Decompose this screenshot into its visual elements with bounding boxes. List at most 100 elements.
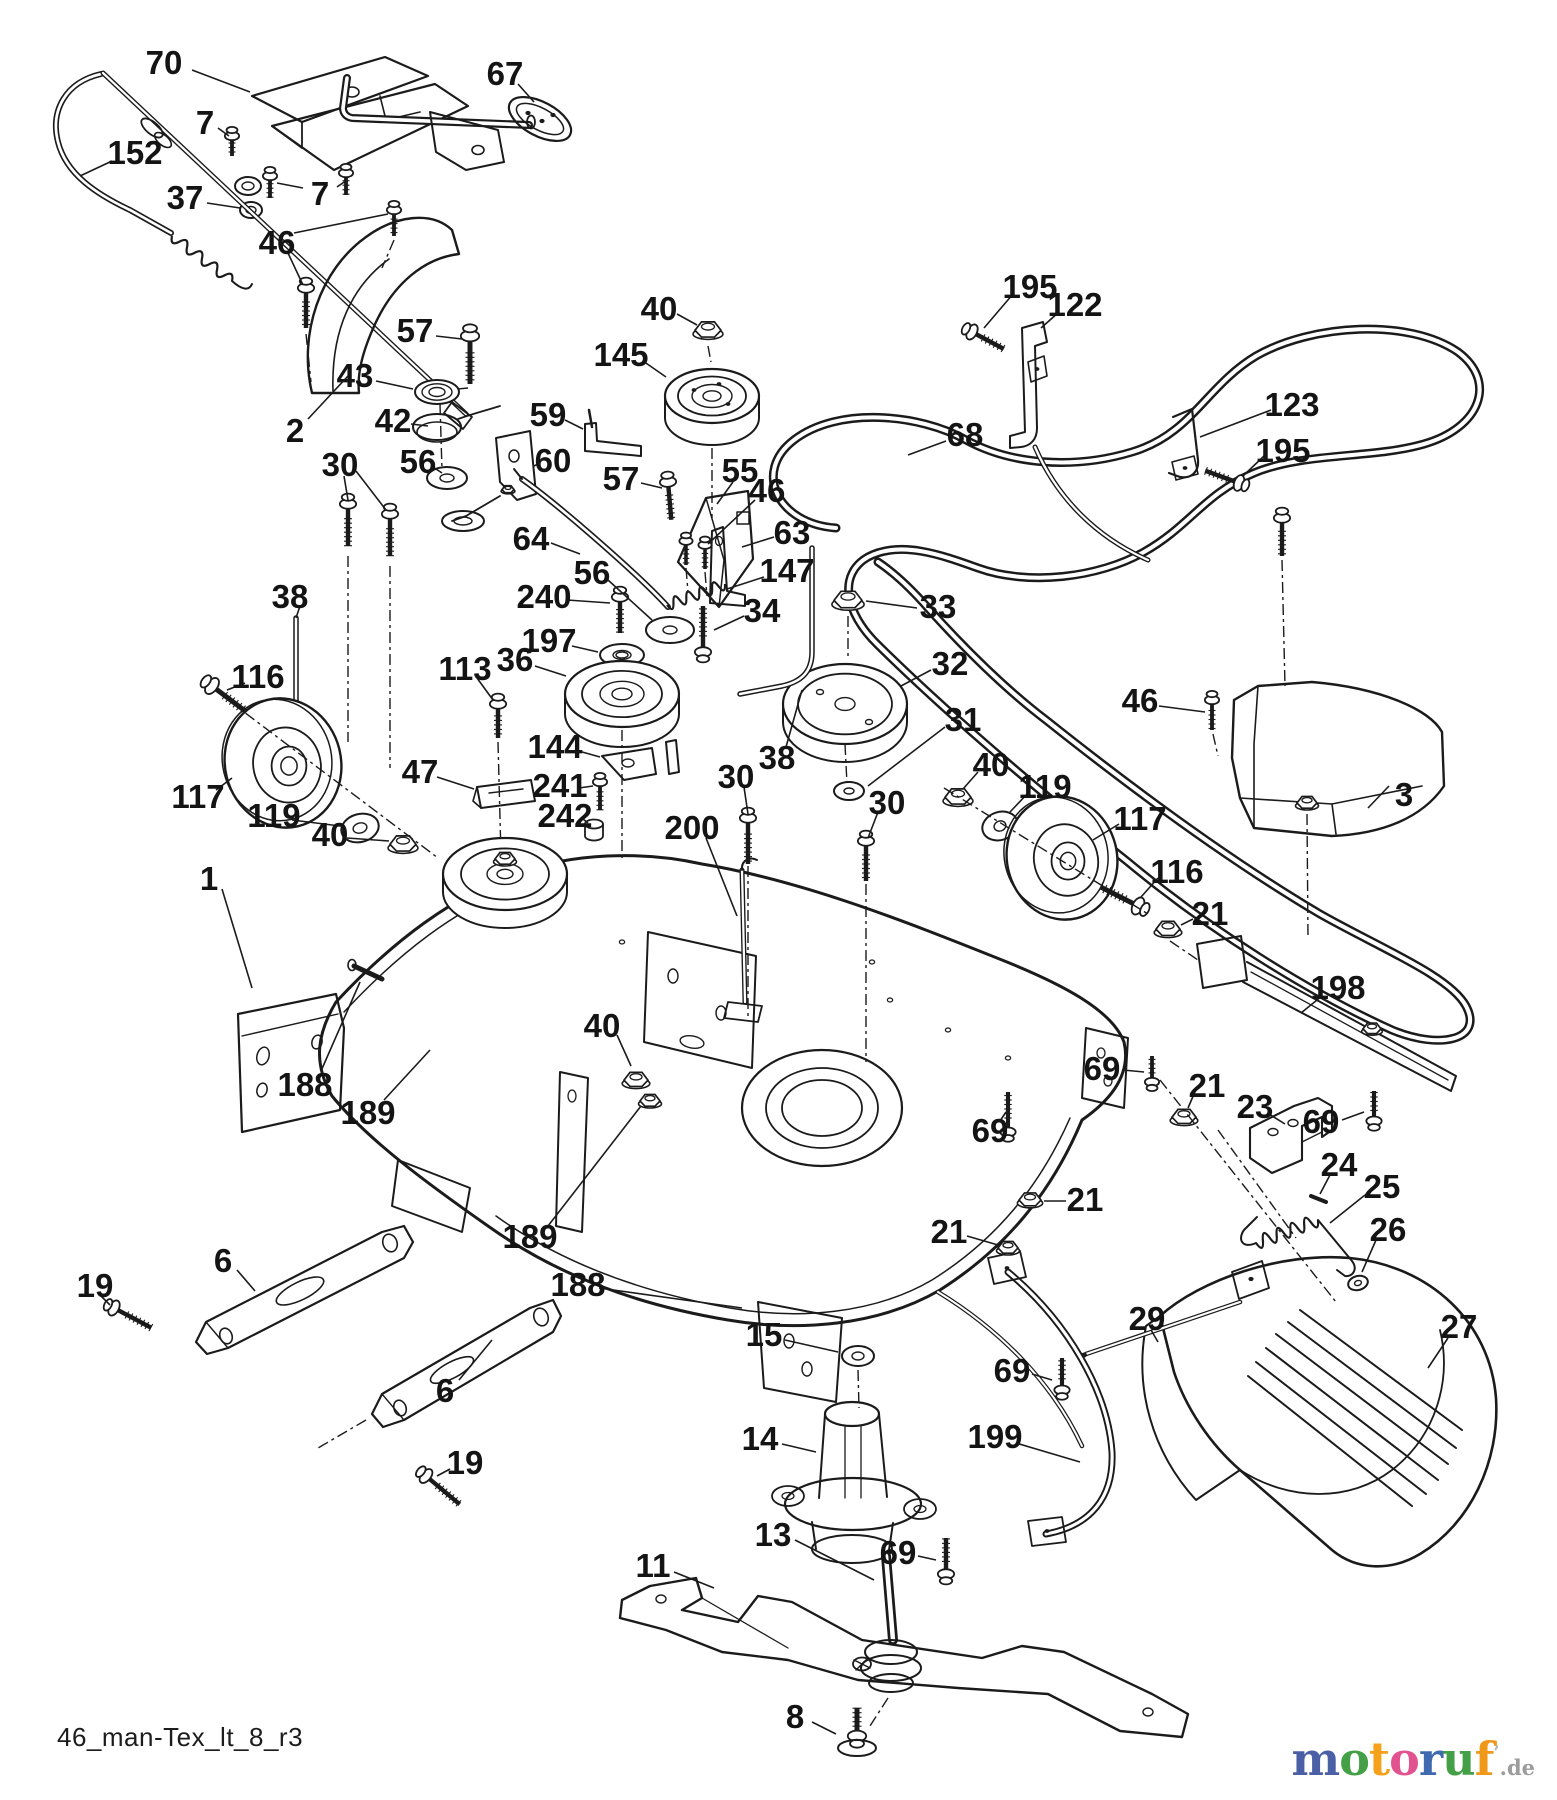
deck-pulley: [441, 836, 569, 929]
shape-dot: [539, 118, 545, 124]
keeper-67: [507, 95, 573, 143]
part-number: 117: [171, 778, 224, 815]
shape-path: [701, 1597, 789, 1649]
part-number: 188: [550, 1266, 605, 1303]
part-label-199-66: 199: [967, 1418, 1081, 1463]
shape-ellipse: [1267, 1127, 1279, 1137]
part-number: 242: [537, 797, 592, 834]
shape-ellipse: [886, 997, 894, 1003]
shape-path: [1250, 971, 1449, 1081]
shape-bolt: [1365, 1091, 1383, 1132]
shape-washer: [340, 812, 380, 844]
part-number: 123: [1264, 386, 1319, 423]
part-label-69-70: 69: [880, 1534, 937, 1571]
part-number: 40: [584, 1007, 621, 1044]
wheel-left: [221, 697, 343, 829]
shape-washer: [645, 616, 695, 644]
shape-tube: [1032, 444, 1151, 563]
logo-letter: f: [1474, 1732, 1495, 1786]
shape-nut: [637, 1093, 663, 1109]
part-label-21-52: 21: [1044, 1181, 1103, 1218]
part-label-123-31: 123: [1199, 386, 1320, 438]
shape-path: [351, 963, 385, 982]
part-label-30-11: 30: [322, 446, 387, 511]
shape-ellipse: [508, 449, 520, 463]
part-label-46-6: 46: [259, 213, 389, 286]
part-label-29-54: 29: [1129, 1300, 1166, 1343]
part-number: 30: [718, 758, 755, 795]
shape-ellipse: [781, 1079, 863, 1137]
logo-trademark-tick: ’: [1493, 1742, 1500, 1764]
spindle-flange: [783, 1476, 923, 1532]
shape-ellipse: [429, 1355, 475, 1385]
bracket-6a: [194, 1224, 415, 1356]
part-label-24-49: 24: [1319, 1146, 1358, 1195]
shape-ellipse: [392, 1399, 408, 1417]
shape-path: [1242, 961, 1457, 1092]
logo-letter: r: [1418, 1732, 1443, 1786]
shape-ellipse: [441, 510, 485, 532]
part-number: 67: [487, 55, 524, 92]
part-label-59-85: 59: [530, 396, 584, 433]
shape-dd: [1169, 940, 1199, 961]
part-label-38-26: 38: [272, 578, 308, 619]
part-label-198-43: 198: [1300, 969, 1366, 1014]
part-label-31-35: 31: [867, 701, 982, 787]
part-number: 38: [759, 739, 796, 776]
part-number: 199: [967, 1418, 1022, 1455]
part-label-242-79: 242: [537, 797, 592, 834]
shape-path: [457, 405, 501, 420]
logo-letter: m: [1291, 1732, 1341, 1786]
part-label-19-64: 19: [436, 1444, 483, 1481]
part-number: 188: [277, 1066, 332, 1103]
part-number: 241: [532, 767, 587, 804]
part-label-43-8: 43: [337, 357, 414, 394]
part-number: 68: [947, 416, 984, 453]
part-label-57-7: 57: [397, 312, 463, 349]
shape-bolt: [459, 323, 481, 384]
shape-bolt: [856, 829, 876, 881]
part-number: 29: [1129, 1300, 1166, 1337]
part-number: 69: [1084, 1050, 1121, 1087]
pulley-145: [663, 367, 761, 446]
shape-washer: [414, 379, 460, 405]
part-label-119-39: 119: [1009, 768, 1072, 813]
part-number: 119: [247, 797, 300, 834]
logo-letter: t: [1368, 1732, 1390, 1786]
shape-bolt: [999, 1092, 1017, 1143]
shape-spring: [666, 581, 727, 611]
part-number: 119: [1018, 768, 1071, 805]
part-number: 145: [593, 336, 648, 373]
part-number: 23: [1237, 1088, 1274, 1125]
shape-ellipse: [815, 688, 825, 696]
part-label-40-86: 40: [641, 290, 698, 327]
part-label-11-71: 11: [636, 1547, 715, 1589]
part-number: 46: [1122, 682, 1159, 719]
part-number: 43: [337, 357, 374, 394]
shape-ellipse: [765, 1067, 879, 1149]
diagram-shapes: [52, 55, 1498, 1757]
deck-plate: [643, 931, 757, 1069]
part-label-195-28: 195: [983, 268, 1058, 329]
part-number: 30: [322, 446, 359, 483]
shape-washer: [841, 1345, 875, 1367]
part-number: 31: [945, 701, 982, 738]
shape-ellipse: [679, 1035, 705, 1049]
shape-ellipse: [1096, 1047, 1106, 1059]
part-number: 21: [931, 1213, 968, 1250]
part-number: 189: [340, 1094, 395, 1131]
strip-199: [1004, 1268, 1116, 1538]
part-label-116-27: 116: [226, 658, 285, 695]
part-label-241-78: 241: [532, 767, 594, 804]
part-number: 1: [200, 860, 218, 897]
bracket-23: [1248, 1096, 1334, 1175]
shape-bolt: [678, 531, 694, 565]
shape-nut: [692, 321, 724, 341]
part-label-42-9: 42: [375, 402, 429, 439]
part-label-30-82: 30: [718, 758, 755, 815]
shape-path: [1287, 1321, 1457, 1449]
cable-152: [52, 71, 174, 236]
shape-dot: [1182, 466, 1188, 470]
part-number: 42: [375, 402, 412, 439]
